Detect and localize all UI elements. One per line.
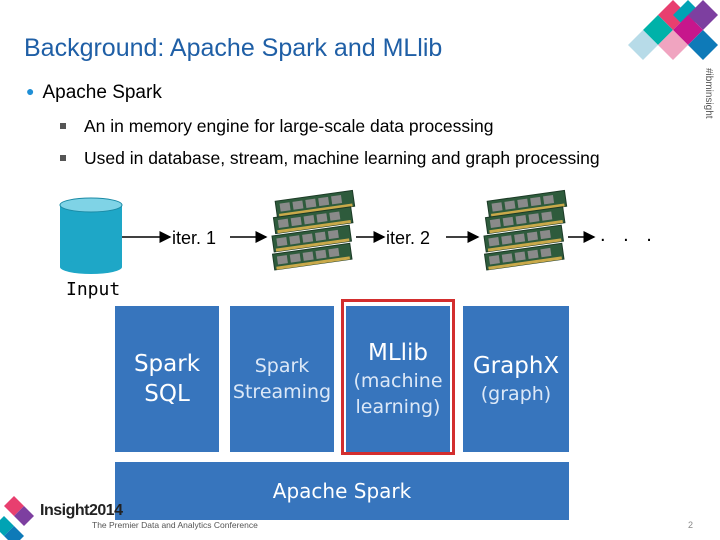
sub-bullet-2: Used in database, stream, machine learni… <box>60 148 602 169</box>
apache-spark-core-box: Apache Spark <box>115 462 569 520</box>
mllib-highlight-frame <box>341 299 455 455</box>
mllib-line2: (machine <box>353 370 443 392</box>
graphx-box: GraphX (graph) <box>463 306 569 452</box>
ellipsis-label: . . . <box>600 224 658 246</box>
iter-2-label: iter. 2 <box>386 228 431 249</box>
mllib-line3: learning) <box>355 396 441 418</box>
corner-diamonds-decoration <box>628 0 718 60</box>
input-label: Input <box>66 279 121 300</box>
sub-bullet-2-text: Used in database, stream, machine learni… <box>84 148 600 168</box>
page-number: 2 <box>688 520 694 530</box>
database-icon <box>59 197 123 274</box>
bullet-dot-icon: ● <box>26 83 35 99</box>
memory-module-icon <box>483 189 568 271</box>
square-bullet-icon <box>60 123 66 129</box>
slide-title: Background: Apache Spark and MLlib <box>24 34 443 62</box>
square-bullet-icon <box>60 155 66 161</box>
footer-brand: Insight2014 <box>40 502 123 519</box>
hashtag-side-label: #ibminsight <box>703 68 714 119</box>
graphx-line1: GraphX <box>472 353 560 379</box>
spark-streaming-line2: Streaming <box>232 381 332 403</box>
bullet-main-text: Apache Spark <box>42 82 162 103</box>
iteration-flow-diagram <box>59 189 596 274</box>
spark-streaming-line1: Spark <box>254 355 310 377</box>
spark-sql-line2: SQL <box>144 381 190 407</box>
apache-spark-core-label: Apache Spark <box>272 478 412 503</box>
footer-tagline: The Premier Data and Analytics Conferenc… <box>92 520 258 530</box>
graphx-line2: (graph) <box>480 383 552 405</box>
sub-bullet-1-text: An in memory engine for large-scale data… <box>84 116 494 136</box>
spark-sql-box: Spark SQL <box>115 306 219 452</box>
conference-logo-icon <box>0 496 34 540</box>
mllib-line1: MLlib <box>367 340 429 366</box>
sub-bullet-1: An in memory engine for large-scale data… <box>60 116 602 137</box>
spark-streaming-box: Spark Streaming <box>230 306 334 452</box>
iter-1-label: iter. 1 <box>172 228 217 249</box>
spark-sql-line1: Spark <box>133 351 201 377</box>
mllib-box: MLlib (machine learning) <box>346 306 450 452</box>
memory-module-icon <box>271 189 356 271</box>
bullet-apache-spark: ● Apache Spark <box>26 82 162 104</box>
